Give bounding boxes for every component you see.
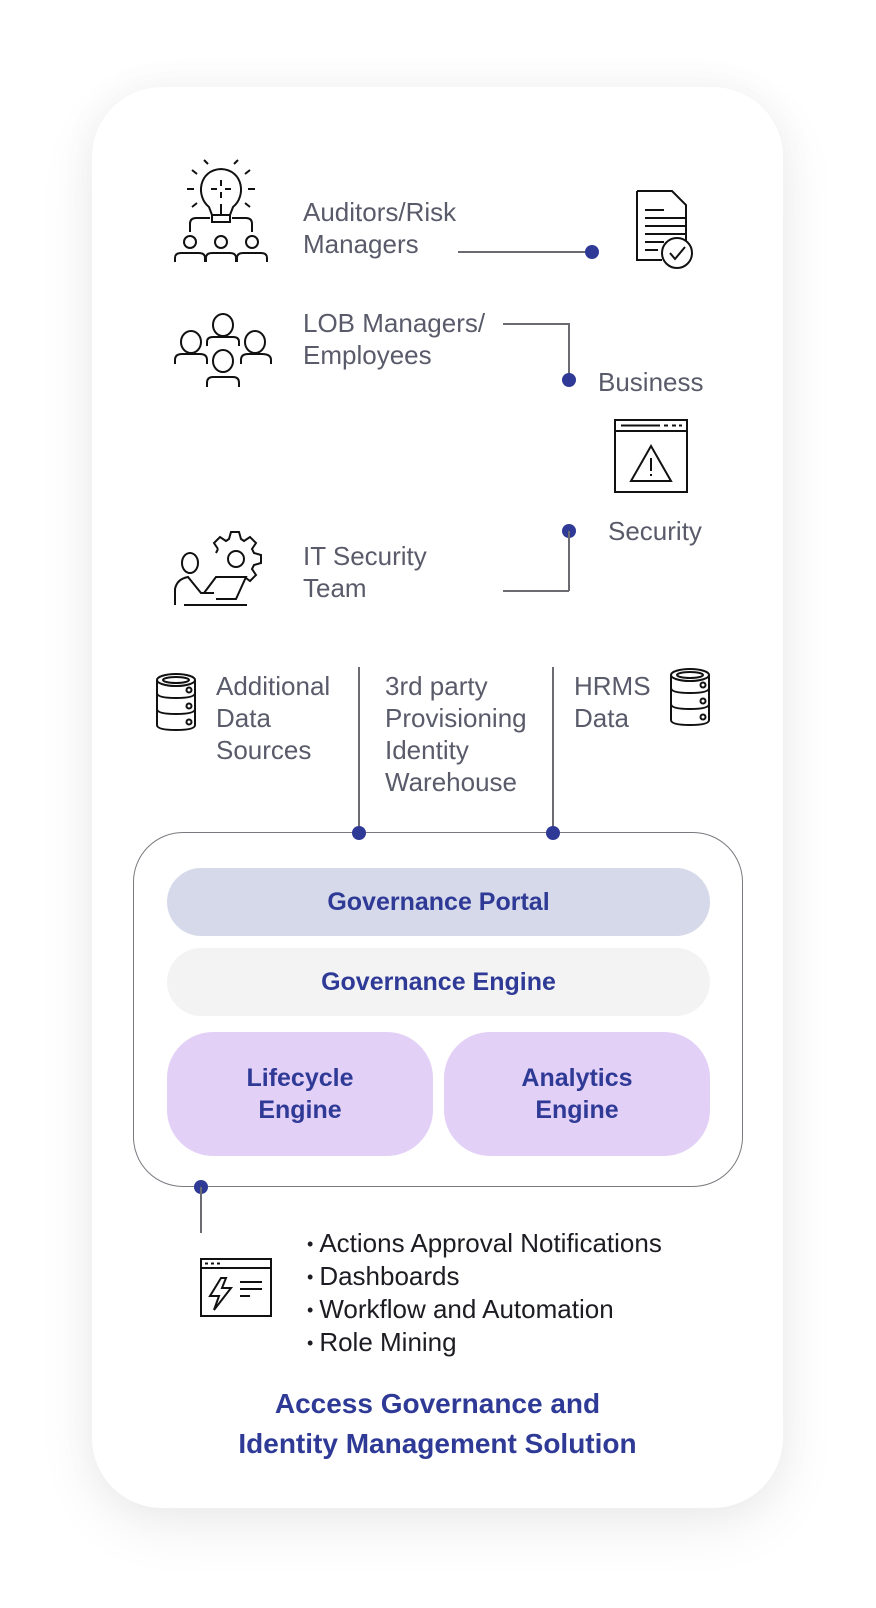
connector-line bbox=[458, 251, 592, 253]
connector-line bbox=[552, 667, 554, 832]
list-item: Dashboards bbox=[307, 1260, 662, 1293]
list-item: Workflow and Automation bbox=[307, 1293, 662, 1326]
source-label-hrms: HRMS Data bbox=[574, 671, 651, 733]
connector-dot bbox=[546, 826, 560, 840]
connector-line bbox=[358, 667, 360, 832]
source-label-additional-data: Additional Data Sources bbox=[216, 671, 331, 765]
governance-portal-block: Governance Portal bbox=[167, 868, 710, 936]
output-label-security: Security bbox=[608, 516, 702, 546]
document-check-icon bbox=[636, 190, 693, 270]
it-security-gear-laptop-icon bbox=[174, 527, 274, 607]
output-label-business: Business bbox=[598, 367, 704, 397]
browser-warning-icon bbox=[614, 419, 688, 493]
connector-line bbox=[568, 323, 570, 380]
stakeholder-label-auditors: Auditors/Risk Managers bbox=[303, 197, 457, 259]
lifecycle-engine-block: Lifecycle Engine bbox=[167, 1032, 433, 1156]
connector-line bbox=[503, 590, 569, 592]
solution-title: Access Governance and Identity Managemen… bbox=[238, 1388, 637, 1459]
auditor-lightbulb-team-icon bbox=[174, 152, 274, 264]
analytics-engine-block: Analytics Engine bbox=[444, 1032, 710, 1156]
connector-line bbox=[568, 531, 570, 591]
people-group-icon bbox=[174, 312, 274, 388]
list-item: Role Mining bbox=[307, 1326, 662, 1359]
stakeholder-label-it-security: IT Security Team bbox=[303, 541, 427, 603]
database-icon bbox=[156, 673, 198, 732]
connector-dot bbox=[585, 245, 599, 259]
features-list: Actions Approval Notifications Dashboard… bbox=[307, 1227, 662, 1359]
database-icon bbox=[670, 668, 712, 727]
list-item: Actions Approval Notifications bbox=[307, 1227, 662, 1260]
platform-container bbox=[133, 832, 743, 1187]
stakeholder-label-lob-managers: LOB Managers/ Employees bbox=[303, 308, 486, 370]
connector-dot bbox=[562, 373, 576, 387]
governance-engine-block: Governance Engine bbox=[167, 948, 710, 1016]
connector-line bbox=[200, 1187, 202, 1233]
connector-line bbox=[503, 323, 569, 325]
source-label-provisioning: 3rd party Provisioning Identity Warehous… bbox=[385, 671, 527, 797]
browser-lightning-icon bbox=[200, 1258, 272, 1318]
connector-dot bbox=[352, 826, 366, 840]
